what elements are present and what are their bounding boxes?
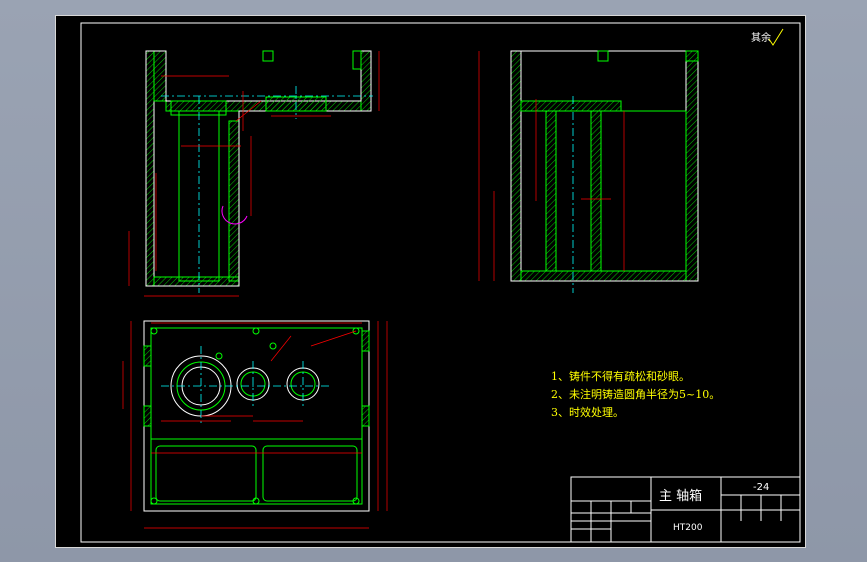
front-section-view — [145, 50, 372, 287]
front-outline — [145, 50, 372, 287]
requirement-3: 3、时效处理。 — [551, 406, 624, 419]
side-cavity — [600, 110, 687, 272]
drawing-sheet: 主 轴箱 HT200 -24 其余 1、铸件不得有疏松和砂眼。 2、未注明铸造圆… — [55, 15, 806, 548]
side-left-wall — [510, 50, 522, 282]
plan-right-pocket — [262, 445, 358, 502]
technical-requirements: 1、铸件不得有疏松和砂眼。 2、未注明铸造圆角半径为5~10。 3、时效处理。 — [551, 368, 720, 422]
side-bottom-wall — [520, 270, 687, 282]
plan-centerlines — [161, 346, 331, 426]
plan-dimensions — [122, 321, 388, 529]
top-boss-left — [262, 50, 274, 62]
bolt-hole — [252, 327, 260, 335]
side-top-flange — [520, 100, 622, 112]
bolt-hole — [150, 327, 158, 335]
front-right-wall — [360, 50, 372, 112]
cad-drawing-canvas: 主 轴箱 HT200 -24 其余 — [80, 22, 801, 543]
side-inner-mid — [590, 110, 602, 272]
front-left-wall — [145, 50, 155, 287]
plan-left-pocket — [155, 445, 257, 502]
side-section-view — [510, 50, 699, 282]
bearing-seat — [170, 100, 227, 116]
plan-left-rib — [143, 345, 152, 367]
roughness-note: 其余 — [751, 31, 771, 44]
roughness-symbol — [768, 28, 784, 46]
front-inner-wall — [228, 120, 240, 282]
bolt-hole — [352, 497, 360, 505]
side-inner-left — [545, 110, 557, 272]
side-notch-right — [685, 50, 699, 62]
fillet-arc — [221, 205, 248, 225]
requirement-1: 1、铸件不得有疏松和砂眼。 — [551, 370, 690, 383]
bolt-hole — [269, 342, 277, 350]
top-boss-right — [352, 50, 362, 70]
bolt-hole — [352, 327, 360, 335]
bolt-hole — [150, 497, 158, 505]
drawing-number: -24 — [753, 482, 769, 493]
bolt-hole — [252, 497, 260, 505]
front-centerlines — [161, 86, 373, 293]
plan-right-rib — [361, 330, 370, 352]
front-dimensions — [128, 51, 380, 297]
spindle-bore — [178, 110, 220, 282]
title-block — [570, 476, 801, 543]
requirement-2: 2、未注明铸造圆角半径为5~10。 — [551, 388, 721, 401]
material: HT200 — [673, 523, 703, 533]
bolt-hole — [215, 352, 223, 360]
side-dimensions — [478, 51, 625, 281]
plan-right-rib-2 — [361, 405, 370, 427]
plan-left-rib-2 — [143, 405, 152, 427]
part-name: 主 轴箱 — [659, 488, 702, 504]
top-plan-view — [143, 320, 370, 512]
side-notch — [597, 50, 609, 62]
side-right-wall — [685, 50, 699, 282]
side-outline — [510, 50, 699, 282]
front-flange — [165, 100, 362, 112]
drawing-frame — [80, 22, 801, 543]
